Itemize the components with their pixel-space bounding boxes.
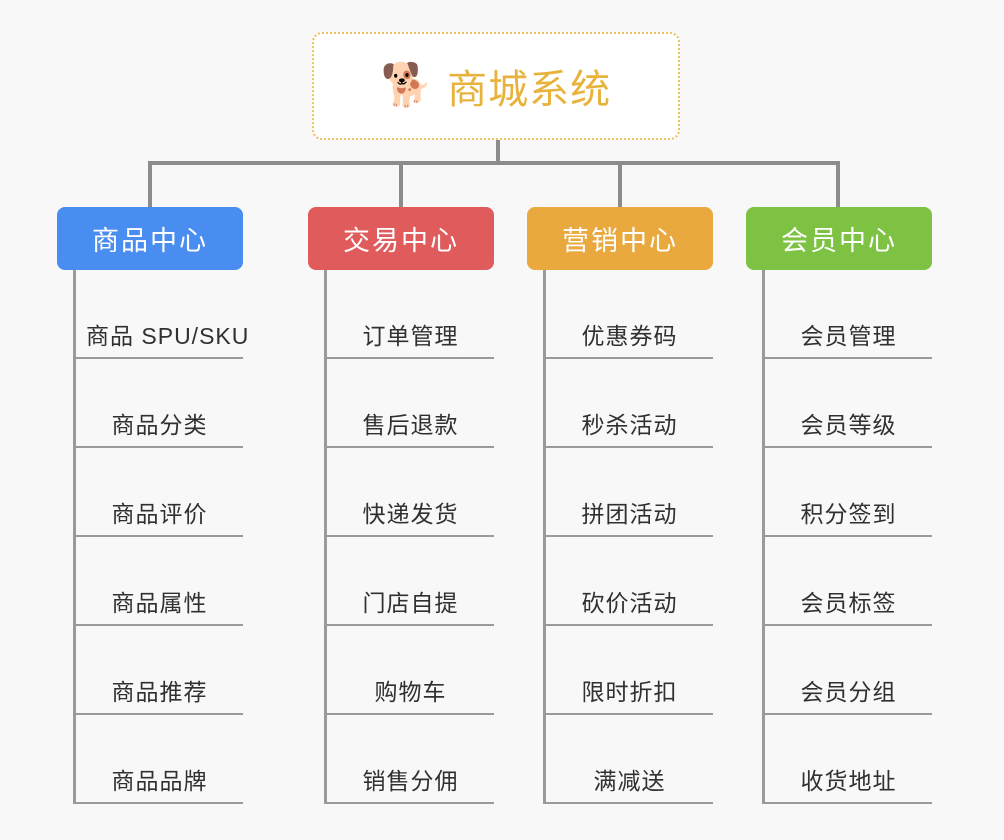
list-item[interactable]: 会员分组 [765, 626, 932, 715]
leaf-label: 售后退款 [362, 412, 459, 438]
leaf-label: 砍价活动 [581, 590, 678, 616]
leaf-label: 门店自提 [362, 590, 459, 616]
list-item[interactable]: 商品品牌 [76, 715, 243, 804]
leaf-label: 订单管理 [362, 323, 459, 349]
list-item[interactable]: 优惠券码 [546, 270, 713, 359]
leaf-label: 满减送 [593, 768, 666, 794]
leaf-list-product-center: 商品 SPU/SKU 商品分类 商品评价 商品属性 商品推荐 商品品牌 [73, 270, 248, 804]
column-header-label: 会员中心 [781, 226, 897, 256]
column-product-center: 商品中心 商品 SPU/SKU 商品分类 商品评价 商品属性 商品推荐 商品品牌 [57, 207, 248, 804]
list-item[interactable]: 限时折扣 [546, 626, 713, 715]
column-header-label: 交易中心 [343, 226, 459, 256]
leaf-label: 销售分佣 [362, 768, 459, 794]
root-title: 商城系统 [447, 68, 612, 112]
list-item[interactable]: 拼团活动 [546, 448, 713, 537]
leaf-label: 商品 SPU/SKU [86, 323, 250, 349]
leaf-label: 收货地址 [800, 768, 897, 794]
list-item[interactable]: 满减送 [546, 715, 713, 804]
list-item[interactable]: 商品属性 [76, 537, 243, 626]
leaf-label: 购物车 [374, 679, 447, 705]
list-item[interactable]: 会员等级 [765, 359, 932, 448]
list-item[interactable]: 订单管理 [327, 270, 494, 359]
connector-root-stem [496, 140, 500, 164]
column-header-product-center[interactable]: 商品中心 [57, 207, 243, 270]
list-item[interactable]: 门店自提 [327, 537, 494, 626]
list-item[interactable]: 会员管理 [765, 270, 932, 359]
leaf-label: 商品属性 [111, 590, 208, 616]
leaf-label: 优惠券码 [581, 323, 678, 349]
list-item[interactable]: 商品 SPU/SKU [76, 270, 248, 359]
leaf-label: 会员分组 [800, 679, 897, 705]
column-trade-center: 交易中心 订单管理 售后退款 快递发货 门店自提 购物车 销售分佣 [308, 207, 494, 804]
column-header-label: 商品中心 [92, 226, 208, 256]
leaf-label: 秒杀活动 [581, 412, 678, 438]
list-item[interactable]: 售后退款 [327, 359, 494, 448]
leaf-list-trade-center: 订单管理 售后退款 快递发货 门店自提 购物车 销售分佣 [324, 270, 494, 804]
column-header-marketing-center[interactable]: 营销中心 [527, 207, 713, 270]
list-item[interactable]: 商品分类 [76, 359, 243, 448]
shiba-dog-face-icon: 🐕 [380, 61, 434, 108]
leaf-label: 限时折扣 [581, 679, 678, 705]
connector-drop-3 [618, 161, 622, 207]
column-header-label: 营销中心 [562, 226, 678, 256]
column-header-member-center[interactable]: 会员中心 [746, 207, 932, 270]
leaf-label: 商品品牌 [111, 768, 208, 794]
column-marketing-center: 营销中心 优惠券码 秒杀活动 拼团活动 砍价活动 限时折扣 满减送 [527, 207, 713, 804]
list-item[interactable]: 购物车 [327, 626, 494, 715]
connector-drop-1 [148, 161, 152, 207]
root-node[interactable]: 🐕 商城系统 [312, 32, 680, 140]
connector-horizontal-bus [148, 161, 840, 165]
leaf-list-marketing-center: 优惠券码 秒杀活动 拼团活动 砍价活动 限时折扣 满减送 [543, 270, 713, 804]
list-item[interactable]: 快递发货 [327, 448, 494, 537]
leaf-label: 拼团活动 [581, 501, 678, 527]
list-item[interactable]: 会员标签 [765, 537, 932, 626]
list-item[interactable]: 商品推荐 [76, 626, 243, 715]
list-item[interactable]: 秒杀活动 [546, 359, 713, 448]
list-item[interactable]: 收货地址 [765, 715, 932, 804]
list-item[interactable]: 销售分佣 [327, 715, 494, 804]
leaf-label: 商品推荐 [111, 679, 208, 705]
leaf-label: 会员管理 [800, 323, 897, 349]
list-item[interactable]: 商品评价 [76, 448, 243, 537]
list-item[interactable]: 积分签到 [765, 448, 932, 537]
leaf-label: 快递发货 [362, 501, 459, 527]
leaf-label: 商品评价 [111, 501, 208, 527]
leaf-label: 会员等级 [800, 412, 897, 438]
leaf-list-member-center: 会员管理 会员等级 积分签到 会员标签 会员分组 收货地址 [762, 270, 932, 804]
connector-drop-4 [836, 161, 840, 207]
column-header-trade-center[interactable]: 交易中心 [308, 207, 494, 270]
leaf-label: 商品分类 [111, 412, 208, 438]
list-item[interactable]: 砍价活动 [546, 537, 713, 626]
leaf-label: 积分签到 [800, 501, 897, 527]
leaf-label: 会员标签 [800, 590, 897, 616]
column-member-center: 会员中心 会员管理 会员等级 积分签到 会员标签 会员分组 收货地址 [746, 207, 932, 804]
connector-drop-2 [399, 161, 403, 207]
